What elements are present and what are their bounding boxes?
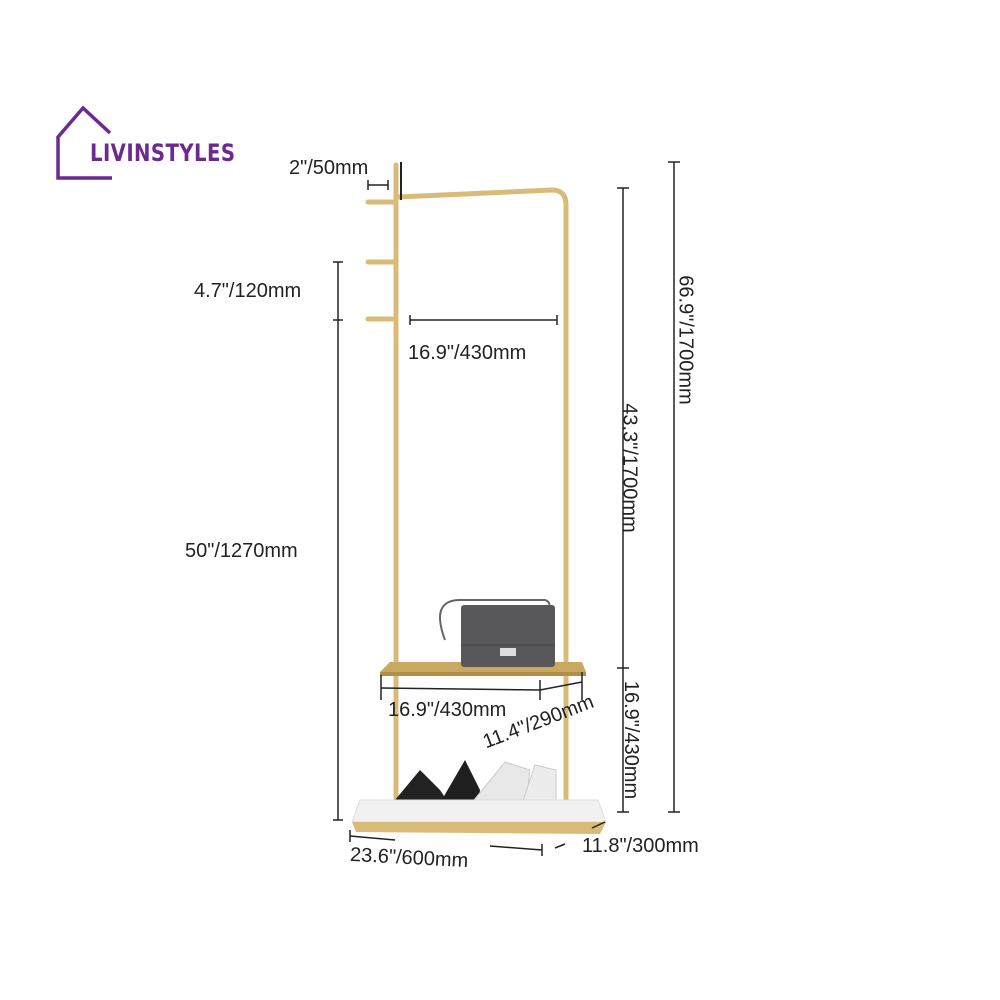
hook-depth-label: 2"/50mm xyxy=(289,157,369,179)
marble-base xyxy=(351,799,607,834)
dimension-lines xyxy=(333,161,680,856)
hook-spacing-label: 4.7"/120mm xyxy=(194,280,302,302)
shelf-width-label: 16.9"/430mm xyxy=(388,699,507,721)
upper-height-label: 43.3"/1700mm xyxy=(618,403,641,533)
total-height-label: 66.9"/1700mm xyxy=(674,275,697,405)
brand-logo-text: LIVINSTYLES xyxy=(90,139,236,167)
rack-frame xyxy=(365,162,569,821)
logo-house-icon xyxy=(56,105,112,180)
handbag xyxy=(439,599,555,667)
base-depth-label: 11.8"/300mm xyxy=(582,835,699,857)
top-width-label: 16.9"/430mm xyxy=(408,342,527,364)
hook-height-label: 50"/1270mm xyxy=(185,540,298,562)
lower-height-label: 16.9"/430mm xyxy=(620,680,643,800)
